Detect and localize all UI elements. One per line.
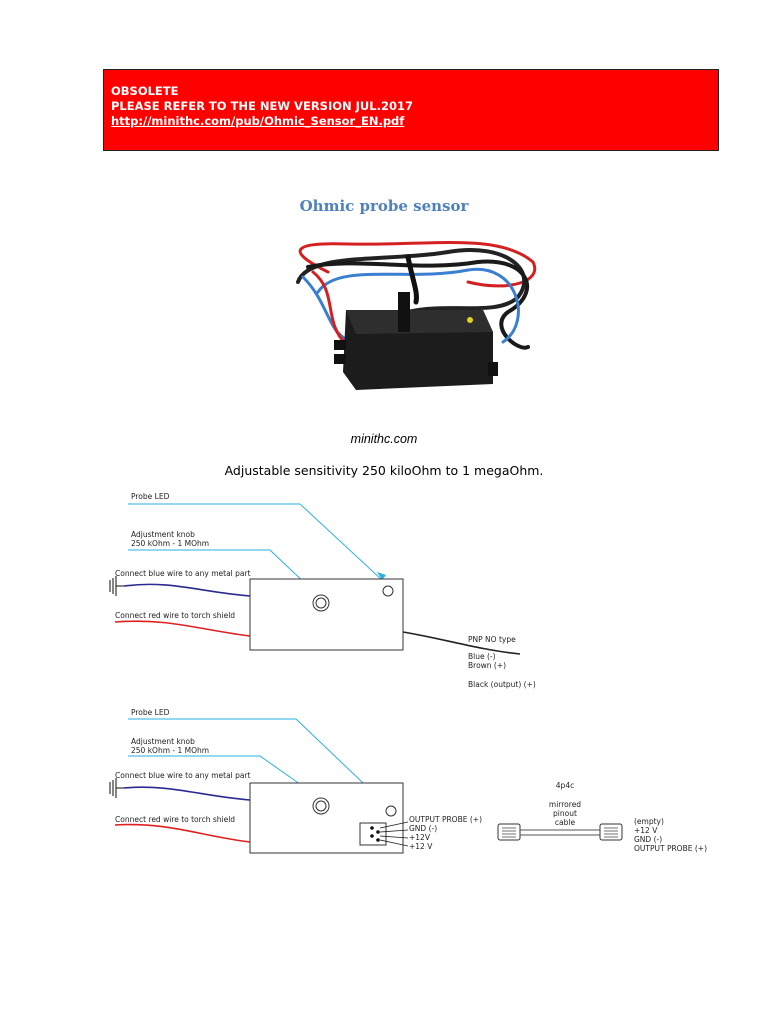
cable-label-4: cable xyxy=(555,818,576,827)
brown-positive-label: Brown (+) xyxy=(468,661,506,670)
red-wire-label: Connect red wire to torch shield xyxy=(115,611,235,620)
knob-range-label: 250 kOhm - 1 MOhm xyxy=(131,539,209,548)
end-output-label: OUTPUT PROBE (+) xyxy=(634,844,707,853)
obsolete-banner: OBSOLETE PLEASE REFER TO THE NEW VERSION… xyxy=(103,69,719,151)
banner-obsolete: OBSOLETE xyxy=(111,84,179,98)
end-empty-label: (empty) xyxy=(634,817,664,826)
cable-label-3: pinout xyxy=(553,809,577,818)
pin-gnd-label: GND (-) xyxy=(409,824,437,833)
pin-output-label: OUTPUT PROBE (+) xyxy=(409,815,482,824)
banner-link[interactable]: http://minithc.com/pub/Ohmic_Sensor_EN.p… xyxy=(111,114,405,128)
cable-label-1: 4p4c xyxy=(556,781,574,790)
blue-wire-label: Connect blue wire to any metal part xyxy=(115,771,251,780)
end-12v-label: +12 V xyxy=(634,826,658,835)
wiring-diagram-pnp: Probe LED Adjustment knob 250 kOhm - 1 M… xyxy=(109,492,536,689)
cable-label-2: mirrored xyxy=(549,800,581,809)
sensor-photo xyxy=(296,240,537,390)
sensitivity-subtitle: Adjustable sensitivity 250 kiloOhm to 1 … xyxy=(224,463,544,478)
probe-led-label: Probe LED xyxy=(131,492,170,501)
banner-refer-text: PLEASE REFER TO THE NEW VERSION JUL.2017 xyxy=(111,99,413,113)
black-output-label: Black (output) (+) xyxy=(468,680,536,689)
knob-label: Adjustment knob xyxy=(131,737,195,746)
pin-12v-label-2: +12 V xyxy=(409,842,433,851)
wiring-diagrams: Probe LED Adjustment knob 250 kOhm - 1 M… xyxy=(109,492,707,854)
photo-caption: minithc.com xyxy=(350,432,418,446)
end-gnd-label: GND (-) xyxy=(634,835,662,844)
blue-wire-label: Connect blue wire to any metal part xyxy=(115,569,251,578)
blue-negative-label: Blue (-) xyxy=(468,652,496,661)
pin-12v-label: +12V xyxy=(409,833,431,842)
knob-range-label: 250 kOhm - 1 MOhm xyxy=(131,746,209,755)
page-title: Ohmic probe sensor xyxy=(299,197,469,215)
knob-label: Adjustment knob xyxy=(131,530,195,539)
pnp-type-label: PNP NO type xyxy=(468,635,516,644)
probe-led-label: Probe LED xyxy=(131,708,170,717)
red-wire-label: Connect red wire to torch shield xyxy=(115,815,235,824)
wiring-diagram-connector: Probe LED Adjustment knob 250 kOhm - 1 M… xyxy=(109,708,707,854)
